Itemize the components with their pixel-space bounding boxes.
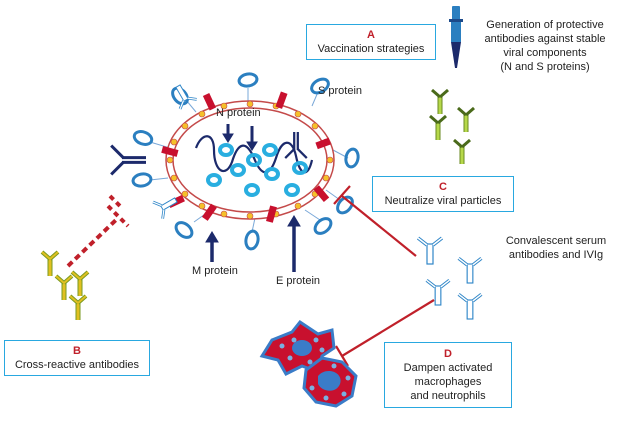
box-d-line-3: and neutrophils (410, 390, 486, 402)
s-protein-label: S protein (318, 85, 363, 97)
box-c-letter: C (439, 181, 447, 193)
box-c-text: Neutralize viral particles (384, 195, 502, 207)
vaccine-syringe-icon (449, 6, 463, 68)
n-protein-label: N protein (216, 107, 261, 119)
box-a-text: Vaccination strategies (317, 43, 425, 55)
box-b-text: Cross-reactive antibodies (14, 359, 140, 371)
m-protein-label: M protein (192, 265, 238, 277)
dampen-inhibition-line (335, 299, 435, 367)
convalescent-antibody-cluster (416, 236, 484, 321)
box-b-letter: B (73, 345, 81, 357)
activated-neutrophil (302, 356, 358, 408)
convalescent-text: Convalescent serum antibodies and IVIg (505, 235, 607, 261)
n-protein-rings (206, 143, 308, 197)
e-protein-label: E protein (276, 275, 321, 287)
box-b-cross-reactive: B Cross-reactive antibodies (4, 340, 150, 376)
blue-antibody-bound-lower-left (151, 190, 183, 221)
neutralize-inhibition-line (333, 185, 417, 257)
cross-reactive-antibody-cluster (42, 252, 88, 320)
vaccine-antibody-cluster (430, 90, 474, 164)
box-d-letter: D (444, 348, 452, 360)
rna-strand (194, 135, 314, 174)
box-a-letter: A (367, 29, 375, 41)
box-d-line-1: Dampen activated (403, 362, 493, 374)
s-protein-rings (131, 72, 360, 251)
generation-antibodies-text: Generation of protective antibodies agai… (484, 19, 606, 73)
box-c-neutralize: C Neutralize viral particles (372, 176, 514, 212)
navy-antibody-left-large (109, 144, 148, 176)
box-d-line-2: macrophages (414, 376, 482, 388)
box-d-dampen: D Dampen activated macrophages and neutr… (384, 342, 512, 408)
spike-stalks (149, 88, 349, 233)
cross-reactive-inhibitor (66, 194, 130, 268)
protein-pointer-arrows (205, 124, 301, 272)
box-a-vaccination: A Vaccination strategies (306, 24, 436, 60)
